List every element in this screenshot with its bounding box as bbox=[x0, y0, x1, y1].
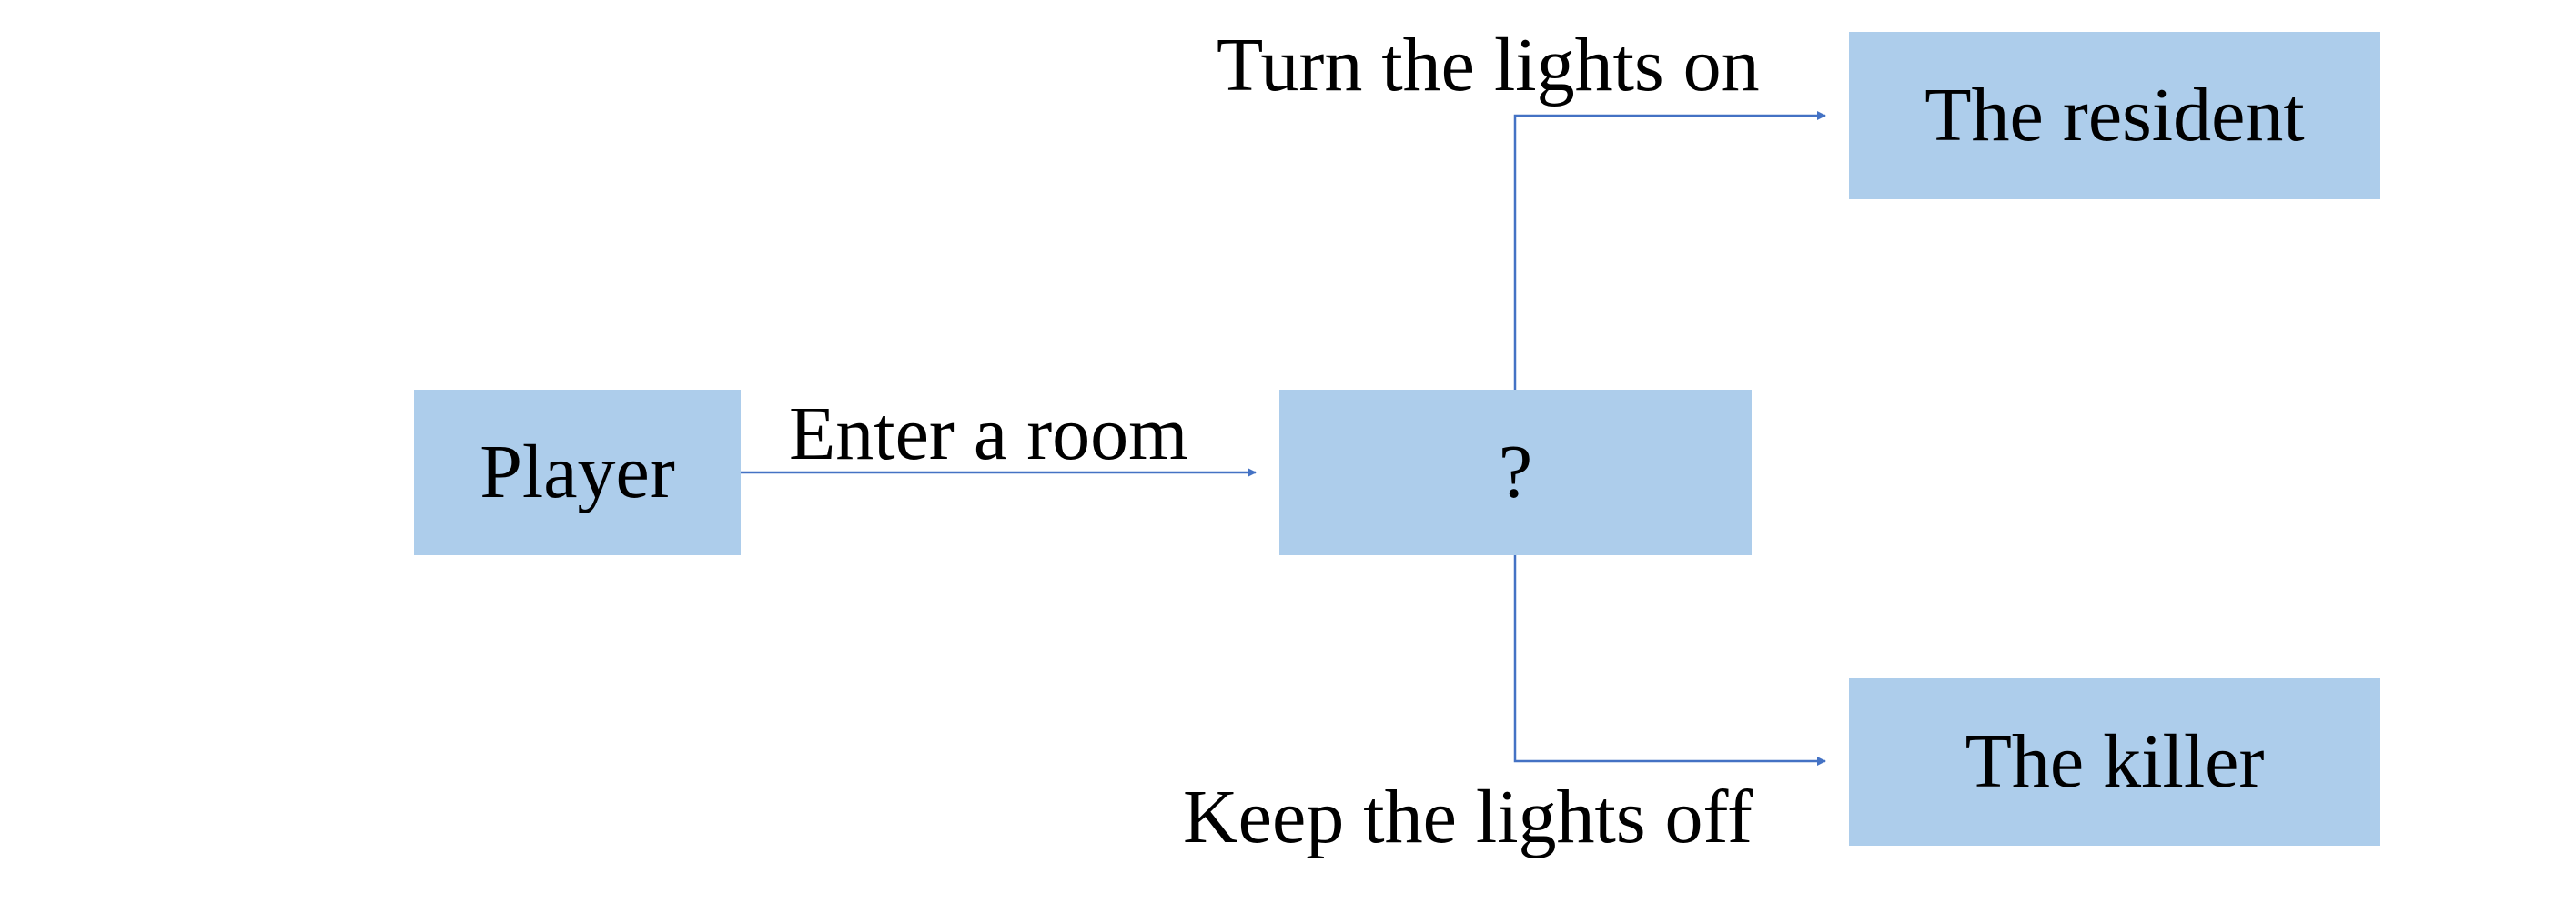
connector-lights-off bbox=[1513, 555, 1826, 766]
node-player: Player bbox=[414, 390, 741, 555]
node-unknown: ? bbox=[1279, 390, 1752, 555]
node-player-label: Player bbox=[480, 430, 675, 514]
node-killer-label: The killer bbox=[1965, 719, 2265, 804]
node-resident: The resident bbox=[1849, 32, 2380, 199]
edge-label-lights-off: Keep the lights off bbox=[1183, 775, 1753, 859]
node-killer: The killer bbox=[1849, 678, 2380, 846]
node-resident-label: The resident bbox=[1924, 73, 2305, 157]
edge-label-enter-room: Enter a room bbox=[789, 391, 1188, 476]
connector-lights-on bbox=[1513, 111, 1826, 390]
edge-label-lights-on: Turn the lights on bbox=[1217, 23, 1760, 107]
node-unknown-label: ? bbox=[1498, 430, 1533, 514]
